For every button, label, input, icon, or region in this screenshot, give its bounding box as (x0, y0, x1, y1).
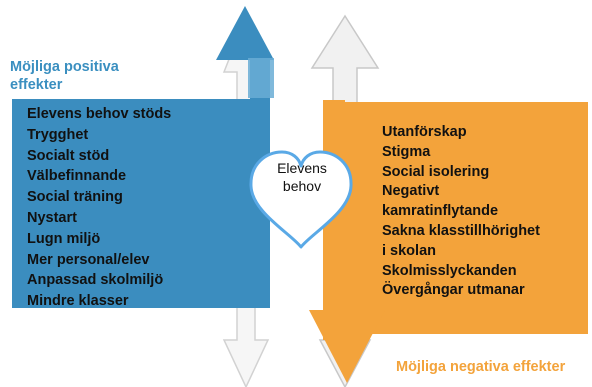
positive-effect-item: Mindre klasser (27, 293, 129, 310)
negative-effects-list: Utanförskap Stigma Social isolering Nega… (382, 123, 540, 301)
negative-effect-item: Social isolering (382, 163, 490, 180)
negative-effect-item: Skolmisslyckanden (382, 262, 517, 279)
heart-label-line2: behov (282, 178, 322, 194)
positive-effect-item: Välbefinnande (27, 168, 127, 185)
heart-label: Elevens behov (262, 159, 342, 195)
positive-effects-list: Elevens behov stöds Trygghet Socialt stö… (27, 104, 171, 312)
positive-effect-item: Lugn miljö (27, 230, 101, 247)
positive-effects-heading: Möjliga positiva effekter (10, 59, 119, 93)
positive-panel (12, 99, 250, 308)
positive-effect-item: Nystart (27, 209, 77, 226)
negative-effect-item: kamratinflytande (382, 203, 499, 220)
negative-panel (343, 102, 588, 334)
positive-effect-item: Social träning (27, 189, 123, 206)
positive-effect-item: Trygghet (27, 126, 89, 143)
negative-effect-item: i skolan (382, 242, 436, 259)
positive-effect-item: Anpassad skolmiljö (27, 272, 164, 289)
heart-label-line1: Elevens (277, 160, 327, 176)
positive-effect-item: Elevens behov stöds (27, 106, 172, 122)
negative-effect-item: Negativt (382, 183, 440, 200)
negative-effects-heading: Möjliga negativa effekter (396, 359, 566, 375)
heart-icon (249, 150, 353, 249)
positive-effect-item: Mer personal/elev (27, 251, 150, 268)
negative-effect-item: Sakna klasstillhörighet (382, 222, 540, 239)
positive-effect-item: Socialt stöd (27, 147, 110, 164)
negative-effect-item: Stigma (382, 143, 431, 160)
negative-effect-item: Övergångar utmanar (382, 282, 525, 299)
negative-effect-item: Utanförskap (382, 124, 467, 140)
